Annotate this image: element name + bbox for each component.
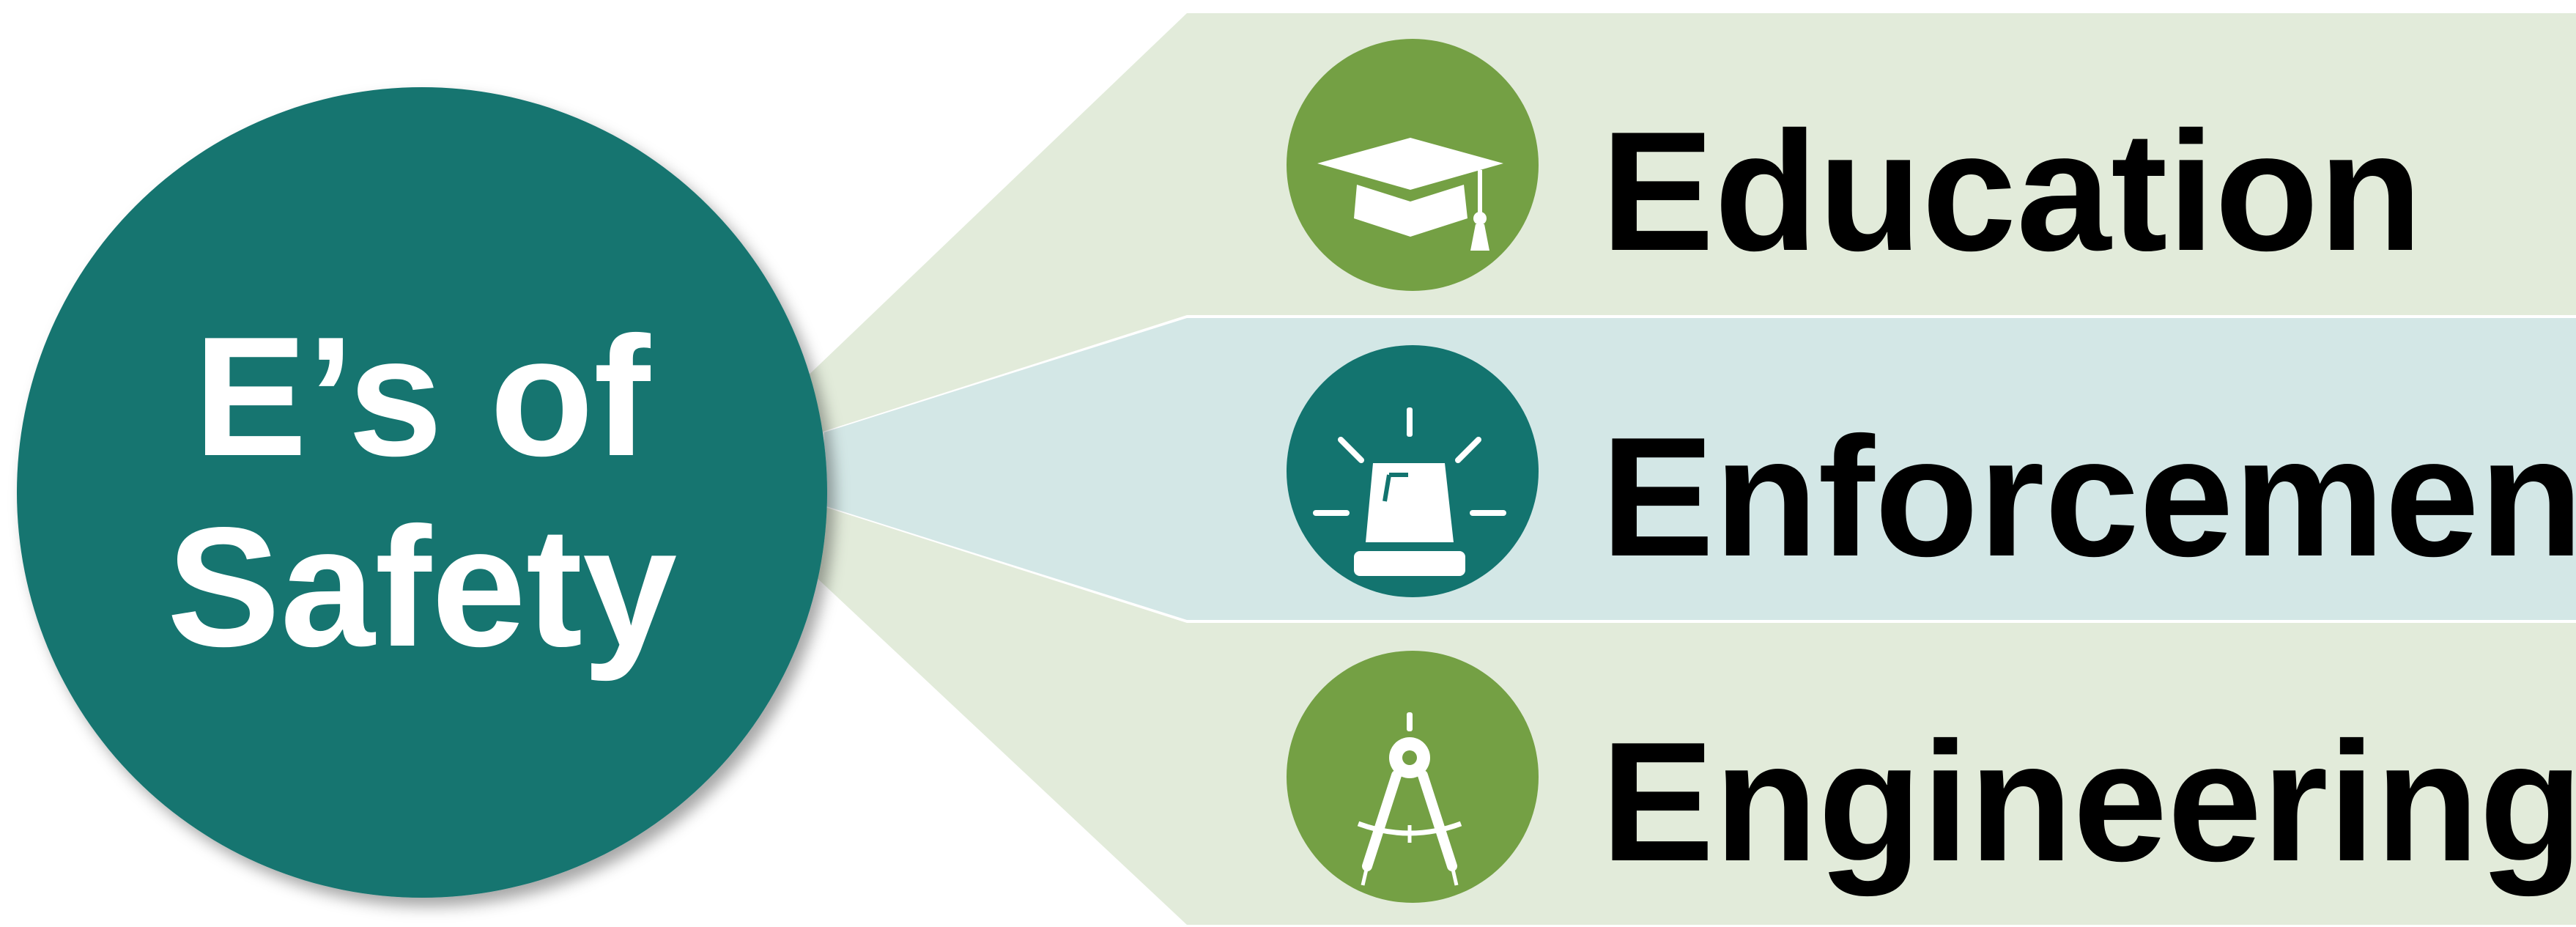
graduation-cap-icon (1317, 138, 1503, 251)
item-label-enforcement: Enforcement (1601, 402, 2576, 592)
band-enforcement (824, 318, 2576, 620)
education-icon-circle (1287, 39, 1539, 291)
engineering-icon-circle (1287, 651, 1539, 903)
police-siren-icon (1313, 407, 1506, 576)
drafting-compass-icon (1357, 712, 1462, 886)
band-education (802, 13, 2576, 432)
hub-circle (17, 87, 827, 898)
hub-title-line-2: Safety (166, 492, 678, 682)
item-label-engineering: Engineering (1601, 707, 2576, 897)
item-label-education: Education (1601, 97, 2423, 287)
band-engineering (802, 506, 2576, 925)
hub-title: E’s of Safety (17, 87, 827, 898)
hub-title-line-1: E’s of (193, 302, 651, 492)
enforcement-icon-circle (1287, 345, 1539, 597)
